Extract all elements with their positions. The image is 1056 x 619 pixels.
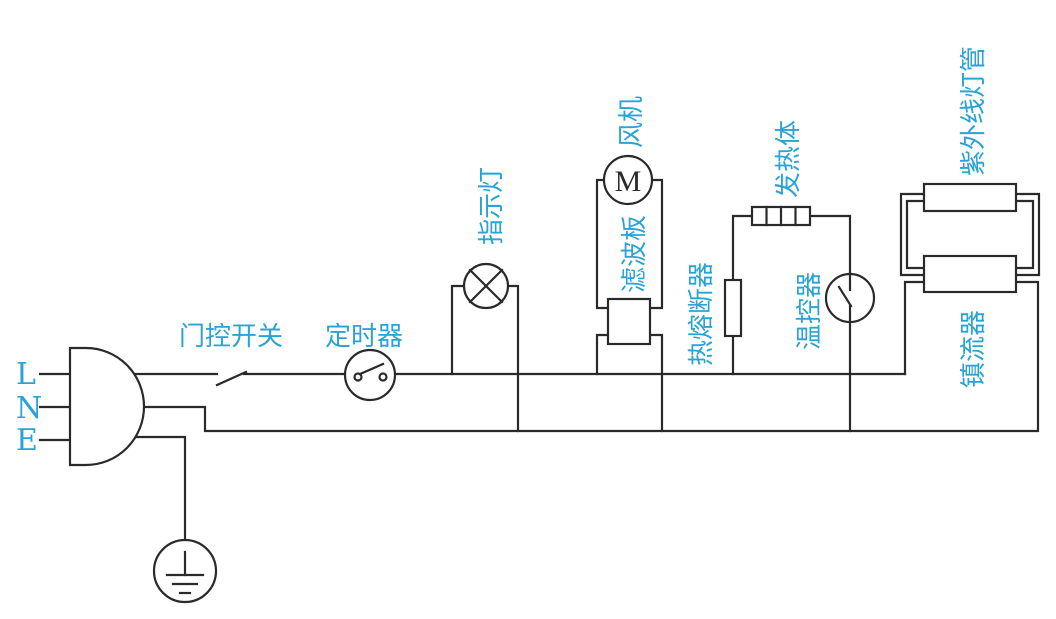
label-uv-lamp: 紫外线灯管 (959, 46, 989, 176)
ballast-icon (922, 254, 1018, 294)
label-N: N (16, 391, 42, 426)
wire-indicator (450, 284, 520, 433)
switch-icon (215, 370, 248, 387)
wires (38, 178, 1041, 554)
label-timer: 定时器 (325, 322, 403, 352)
wire-heater-branch (731, 214, 852, 433)
label-heater: 发热体 (774, 120, 804, 198)
wire-E (38, 435, 187, 554)
label-filter: 滤波板 (620, 215, 650, 293)
label-L: L (16, 357, 36, 392)
label-ballast: 镇流器 (959, 310, 989, 388)
motor-icon: M (602, 154, 654, 206)
label-indicator: 指示灯 (477, 167, 507, 245)
wire-uv-outer (899, 192, 1041, 277)
timer-icon (343, 348, 397, 402)
label-thermal-fuse: 热熔断器 (687, 262, 717, 366)
label-door-switch: 门控开关 (179, 322, 283, 352)
thermostat-icon (824, 271, 876, 324)
fuse-icon (723, 278, 743, 338)
uv-tube-icon (922, 182, 1018, 213)
plug-icon (68, 346, 146, 467)
motor-symbol: M (615, 165, 642, 198)
wire-filter-fan (595, 178, 664, 433)
heater-icon (750, 205, 812, 227)
label-fan: 风机 (617, 96, 647, 148)
label-thermostat: 温控器 (795, 272, 825, 350)
filter-icon (606, 297, 652, 346)
wire-N (38, 280, 1040, 433)
ground-icon (152, 538, 218, 604)
label-E: E (16, 423, 38, 458)
wire-L-to-ballast (903, 280, 926, 376)
wire-uv-inner (905, 199, 1035, 270)
lamp-icon (462, 262, 510, 310)
